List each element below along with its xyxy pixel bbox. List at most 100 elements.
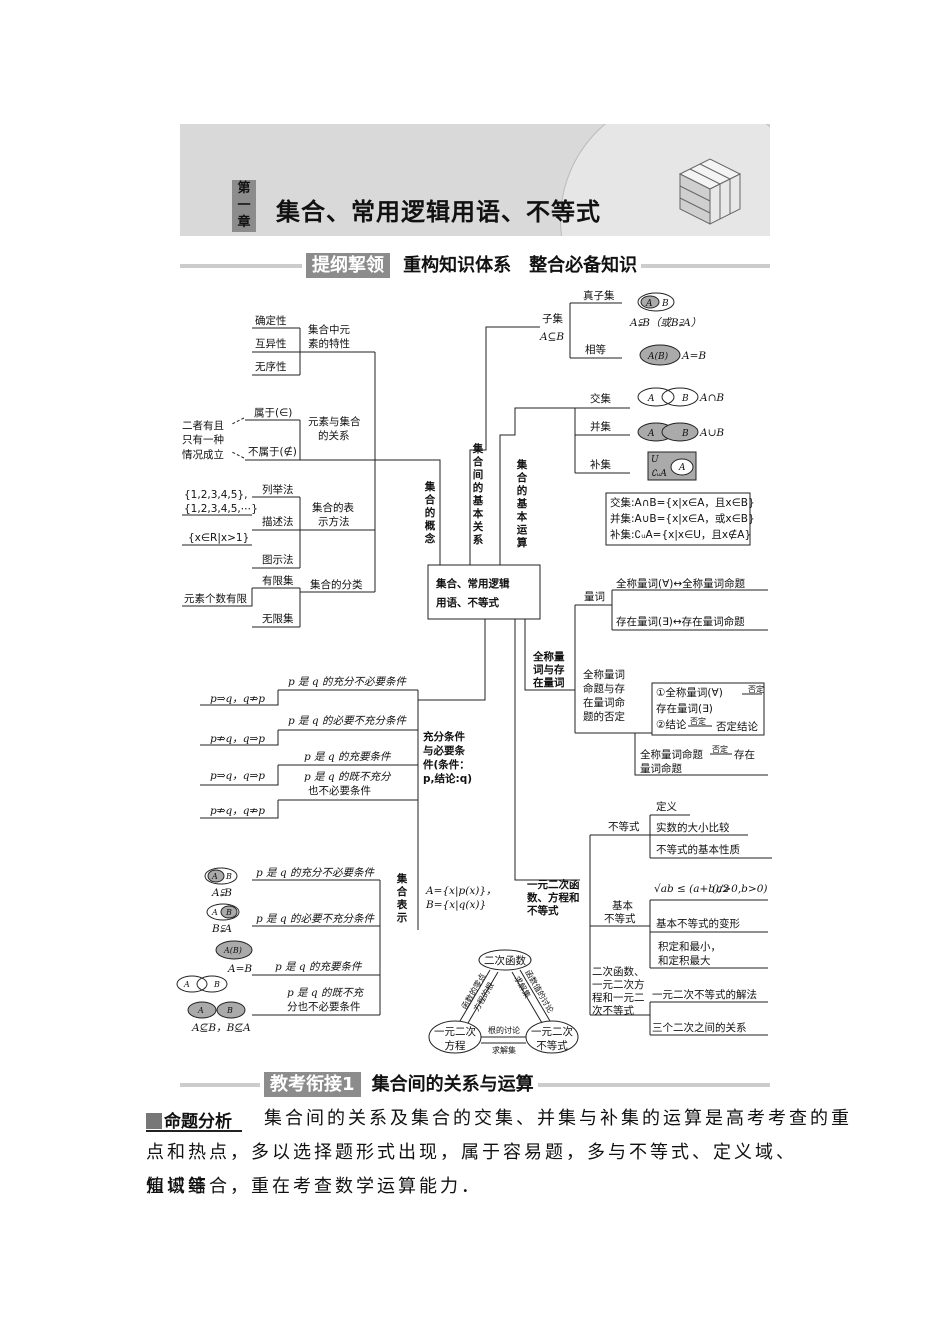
- chapter-tag-char: 第: [237, 181, 251, 196]
- triangle-edge: 求解集: [492, 1045, 516, 1055]
- section-header: 提纲挈领 重构知识体系 整合必备知识: [302, 251, 642, 278]
- basic-ineq-item: 基本不等式的变形: [656, 917, 740, 930]
- triangle-node: 一元二次: [434, 1025, 476, 1038]
- quad-item: 一元二次不等式的解法: [652, 988, 757, 1001]
- chapter-title: 集合、常用逻辑用语、不等式: [276, 197, 601, 226]
- quantifier-title: 词与存: [533, 663, 565, 676]
- ineq-item: 不等式的基本性质: [656, 843, 740, 856]
- relation-branch-char: 合: [472, 455, 484, 468]
- operations-title-char: 基: [516, 497, 528, 510]
- svg-text:A: A: [183, 980, 190, 989]
- set-title-char: 表: [396, 898, 408, 911]
- set-symbol: A=B: [227, 963, 252, 975]
- quad-title: 二次函数、: [592, 965, 645, 978]
- properties-title: 素的特性: [308, 337, 350, 350]
- section-tag: 教考衔接1: [264, 1072, 361, 1097]
- implication: p⇒q，q⇏p: [210, 693, 265, 705]
- concept-title-char: 的: [425, 506, 436, 519]
- svg-text:B: B: [681, 394, 689, 404]
- negation-step: 否定结论: [716, 720, 758, 733]
- cube-graphic-icon: [678, 158, 742, 225]
- relation-branch: 集 合 间 的 基 本 关 系 子集 A⊆B 真子集 相等 A B A⫋B（或B…: [472, 289, 707, 546]
- triangle-node: 二次函数: [484, 954, 526, 967]
- negation-step: 存在量词(∃): [656, 702, 713, 715]
- intersection-label: 交集: [590, 392, 611, 405]
- analysis-line: 知识结合，重在考查数学运算能力．: [146, 1176, 482, 1197]
- exclusive-note: 二者有且: [182, 419, 224, 432]
- condition-item: p 是 q 的既不充分: [304, 771, 392, 783]
- subset-symbol: A⊆B: [539, 331, 564, 343]
- operations-title-char: 运: [517, 524, 528, 536]
- relation-branch-char: 集: [472, 442, 484, 455]
- operations-title-char: 的: [517, 484, 528, 497]
- operations-title-char: 本: [517, 510, 528, 523]
- svg-text:B: B: [661, 299, 669, 309]
- finite-note: 元素个数有限: [184, 592, 247, 605]
- svg-text:B: B: [225, 908, 232, 917]
- repr-title: 集合的表: [312, 501, 354, 514]
- chapter-tag: 第 一 章: [232, 180, 256, 232]
- operation-definition: 并集:A∪B={x|x∈A，或x∈B}: [610, 512, 755, 525]
- relation-branch-char: 本: [473, 507, 484, 520]
- univ-prop: 全称量词命题: [640, 748, 703, 761]
- basic-ineq-item: 积定和最小，: [658, 940, 721, 953]
- set-definition: B={x|q(x)}: [425, 899, 486, 912]
- negation-step: ①全称量词(∀): [656, 686, 723, 699]
- section-title: 集合间的关系与运算: [371, 1074, 534, 1095]
- square-icon: [146, 1113, 162, 1129]
- repr-item: 列举法: [262, 483, 294, 496]
- operations-title-char: 算: [517, 536, 528, 549]
- complement-label: 补集: [590, 458, 611, 471]
- proper-subset-label: 真子集: [583, 289, 615, 302]
- basic-ineq-item: 和定积最大: [658, 954, 711, 967]
- triangle-edge: 根的讨论: [488, 1025, 520, 1035]
- inequality-branch: 一元二次函 数、方程和 不等式 不等式 定义 实数的大小比较 不等式的基本性质 …: [526, 800, 772, 1036]
- svg-text:U: U: [651, 455, 659, 465]
- class-item: 无限集: [262, 612, 294, 625]
- concept-branch: 集 合 的 概 念 集合中元 素的特性 确定性 互异性 无序性 元素与集合 的关…: [182, 314, 436, 628]
- quad-item: 三个二次之间的关系: [652, 1021, 747, 1034]
- center-label: 集合、常用逻辑: [435, 577, 510, 590]
- set-symbol: B⫋A: [211, 923, 232, 935]
- univ-prop: 存在: [734, 748, 755, 761]
- proper-subset-symbol: A⫋B（或B⫌A）: [629, 317, 701, 329]
- property-item: 确定性: [255, 314, 287, 327]
- analysis-line: 点和热点，多以选择题形式出现，属于容易题，多与不等式、定义域、值域等: [146, 1142, 797, 1197]
- condition-item: 也不必要条件: [308, 784, 371, 797]
- triangle-node: 方程: [445, 1039, 466, 1052]
- class-item: 有限集: [262, 574, 294, 587]
- set-condition: 分也不必要条件: [287, 1000, 361, 1013]
- operations-title-char: 合: [516, 471, 528, 484]
- concept-title-char: 概: [425, 519, 436, 532]
- relation-title: 元素与集合: [308, 415, 361, 428]
- chapter-banner: [180, 124, 770, 236]
- relation-branch-char: 间: [473, 468, 484, 481]
- svg-text:A(B): A(B): [647, 351, 669, 362]
- set-condition: p 是 q 的既不充: [287, 987, 364, 999]
- condition-item: p 是 q 的充分不必要条件: [288, 676, 407, 688]
- repr-item: 图示法: [262, 553, 294, 566]
- operation-definition: 补集:∁ᵤA={x|x∈U，且x∉A}: [610, 528, 751, 541]
- conditions-title: 充分条件: [423, 730, 465, 743]
- svg-text:A(B): A(B): [223, 946, 242, 955]
- set-symbol: A⫋B: [211, 887, 232, 899]
- svg-text:A: A: [647, 429, 655, 439]
- set-condition: p 是 q 的充要条件: [275, 961, 363, 973]
- svg-text:√ab ≤ (a+b)/2: √ab ≤ (a+b)/2: [654, 883, 730, 895]
- concept-title-char: 合: [424, 493, 436, 506]
- relation-branch-char: 系: [473, 533, 484, 546]
- union-label: 并集: [590, 420, 611, 433]
- negation-word: 否定: [748, 684, 764, 694]
- conditions-title: p,结论:q): [423, 772, 472, 785]
- negation-word: 否定: [712, 744, 728, 754]
- ineq-item: 定义: [656, 800, 677, 813]
- list-example: {1,2,3,4,5},: [184, 489, 247, 501]
- quantifier-label: 量词: [584, 591, 605, 603]
- center-label: 用语、不等式: [435, 596, 499, 609]
- equal-label: 相等: [585, 343, 606, 356]
- analysis-underline: [146, 1130, 242, 1132]
- negation-title: 全称量词: [583, 668, 625, 681]
- set-symbol: A⊈B，B⊈A: [191, 1022, 251, 1034]
- center-box: [427, 564, 541, 620]
